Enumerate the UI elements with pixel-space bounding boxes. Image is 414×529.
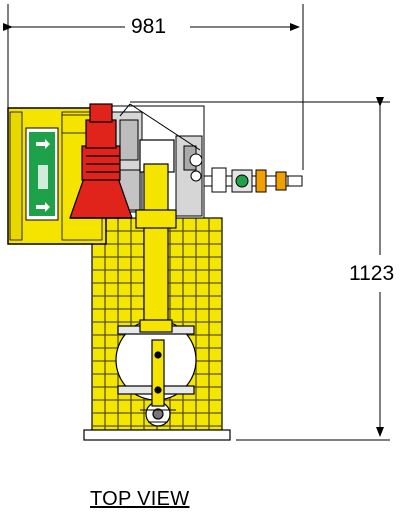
width-dimension-label: 981: [129, 15, 169, 39]
width-dimension: [3, 4, 304, 170]
height-dimension: [130, 97, 390, 441]
red-motor: [69, 103, 133, 219]
discharge-pipe: [203, 167, 303, 193]
height-dimension-label: 1123: [347, 262, 397, 286]
exit-arrow-icon: [36, 139, 50, 149]
exit-arrow-icon: [36, 202, 50, 212]
view-title: TOP VIEW: [90, 488, 190, 510]
yellow-boom: [135, 139, 177, 407]
